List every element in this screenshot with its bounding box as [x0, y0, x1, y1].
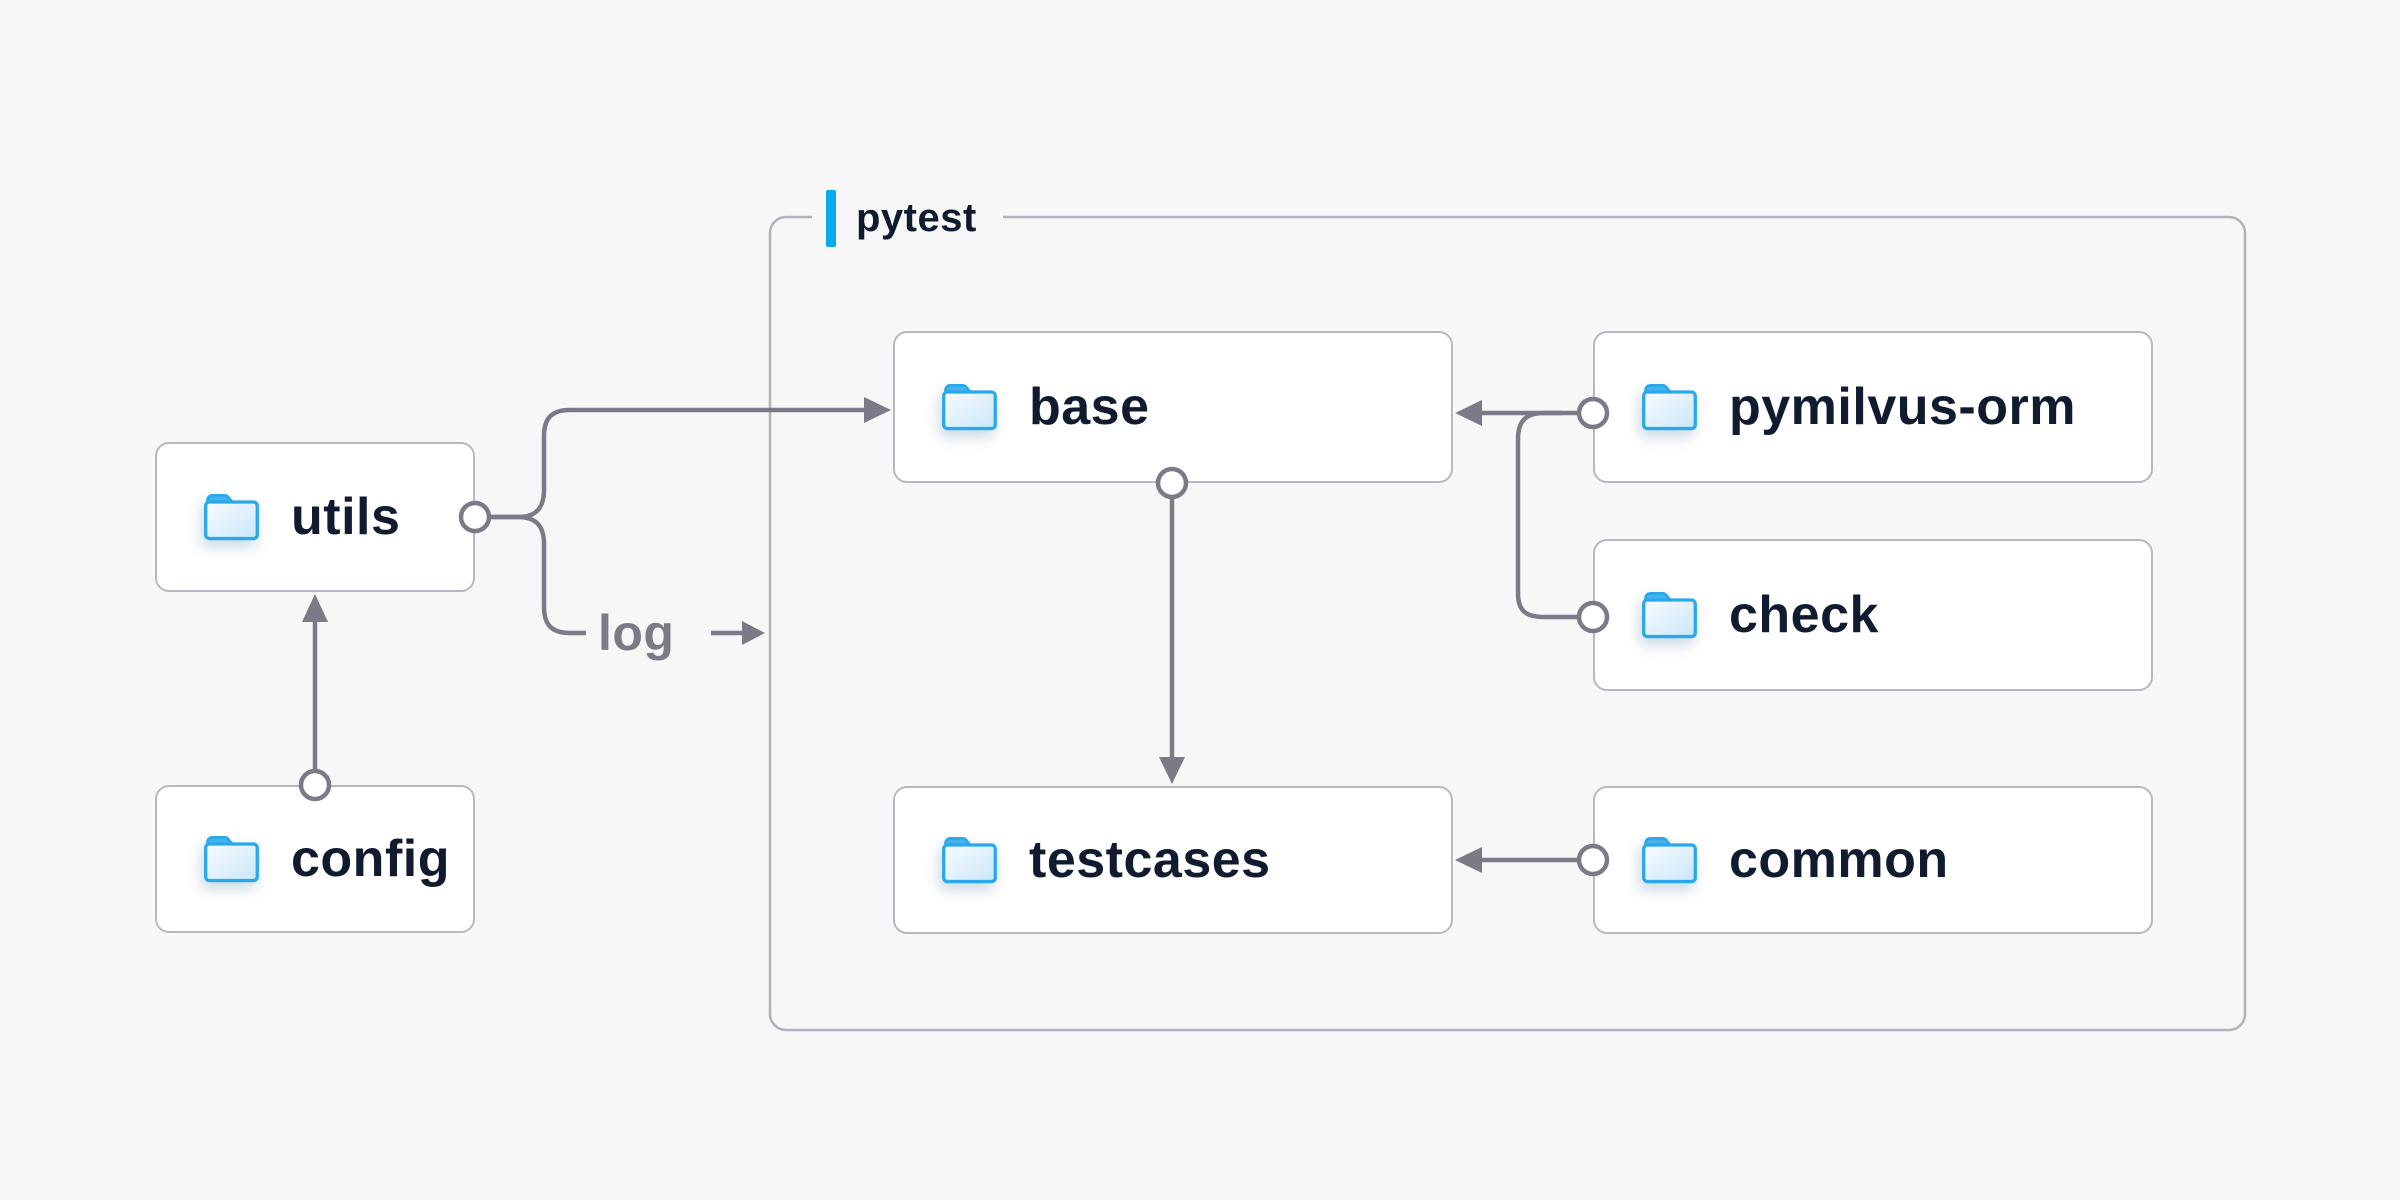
folder-icon — [1642, 592, 1697, 639]
node-label-utils: utils — [291, 488, 401, 546]
edge-check-base — [1515, 410, 1579, 620]
edge-utils-log — [489, 514, 586, 636]
node-label-check: check — [1729, 586, 1879, 644]
edge-utils-base — [489, 407, 866, 520]
folder-icon — [942, 384, 997, 431]
arrowhead-log — [742, 621, 765, 645]
node-pymilvus-orm: pymilvus-orm — [1593, 331, 2153, 483]
arrowhead-right-base — [864, 397, 891, 423]
folder-icon — [1642, 837, 1697, 884]
node-testcases: testcases — [893, 786, 1453, 934]
arrowhead-up-utils — [302, 594, 328, 622]
node-label-pymilvus-orm: pymilvus-orm — [1729, 378, 2076, 436]
folder-icon — [1642, 384, 1697, 431]
folder-icon — [942, 837, 997, 884]
accent-bar-icon — [826, 189, 836, 247]
pytest-group-label: pytest — [812, 188, 1003, 248]
node-base: base — [893, 331, 1453, 483]
arrowhead-left-base — [1455, 400, 1482, 426]
node-label-common: common — [1729, 831, 1949, 889]
node-config: config — [155, 785, 475, 933]
folder-icon — [204, 494, 259, 541]
arrowhead-down-testcases — [1159, 757, 1185, 784]
arrowhead-left-testcases — [1455, 847, 1482, 873]
node-label-base: base — [1029, 378, 1150, 436]
folder-icon — [204, 836, 259, 883]
pytest-group-title: pytest — [856, 195, 977, 240]
node-utils: utils — [155, 442, 475, 592]
node-label-config: config — [291, 830, 450, 888]
log-edge-label: log — [598, 605, 675, 661]
node-common: common — [1593, 786, 2153, 934]
node-label-testcases: testcases — [1029, 831, 1271, 889]
node-check: check — [1593, 539, 2153, 691]
